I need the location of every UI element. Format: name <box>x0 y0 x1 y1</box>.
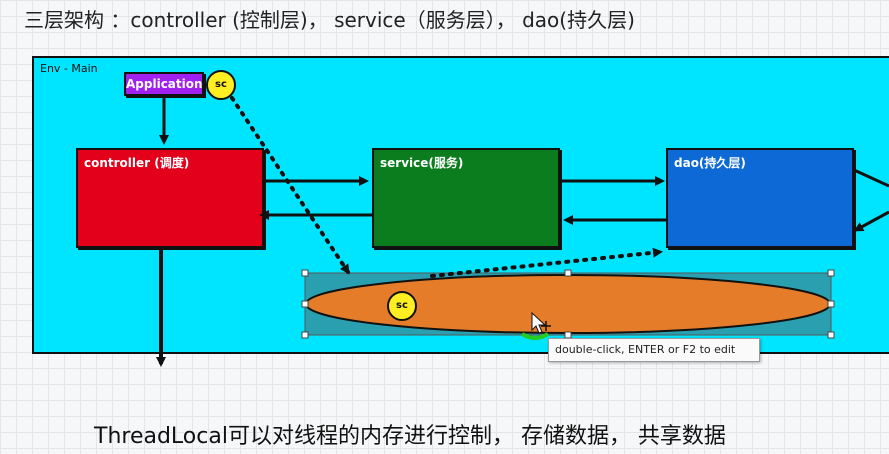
application-node[interactable]: Application <box>124 72 204 96</box>
env-label: Env - Main <box>40 62 98 75</box>
footer-caption: ThreadLocal可以对线程的内存进行控制， 存储数据， 共享数据 <box>94 424 726 449</box>
service-node[interactable]: service(服务) <box>372 148 560 248</box>
edit-hint-tooltip: double-click, ENTER or F2 to edit <box>548 338 760 362</box>
sc-node-ellipse[interactable]: sc <box>387 291 417 321</box>
move-cursor-icon <box>531 311 551 334</box>
dao-label: dao(持久层) <box>674 156 746 170</box>
dotted-ellipse-to-dao <box>430 247 663 278</box>
arrow-dao-out-top <box>853 168 889 188</box>
sc-node-top[interactable]: sc <box>206 70 236 100</box>
page-heading: 三层架构 ：controller (控制层)， service（服务层）， da… <box>24 8 635 32</box>
arrow-dao-out-bottom <box>853 210 889 232</box>
controller-node[interactable]: controller (调度) <box>76 148 264 248</box>
dao-node[interactable]: dao(持久层) <box>666 148 854 248</box>
green-hint-arc <box>520 332 550 340</box>
service-label: service(服务) <box>380 156 464 170</box>
selection-handles <box>301 269 835 339</box>
controller-label: controller (调度) <box>84 156 190 170</box>
dotted-sc-to-ellipse <box>230 96 350 275</box>
